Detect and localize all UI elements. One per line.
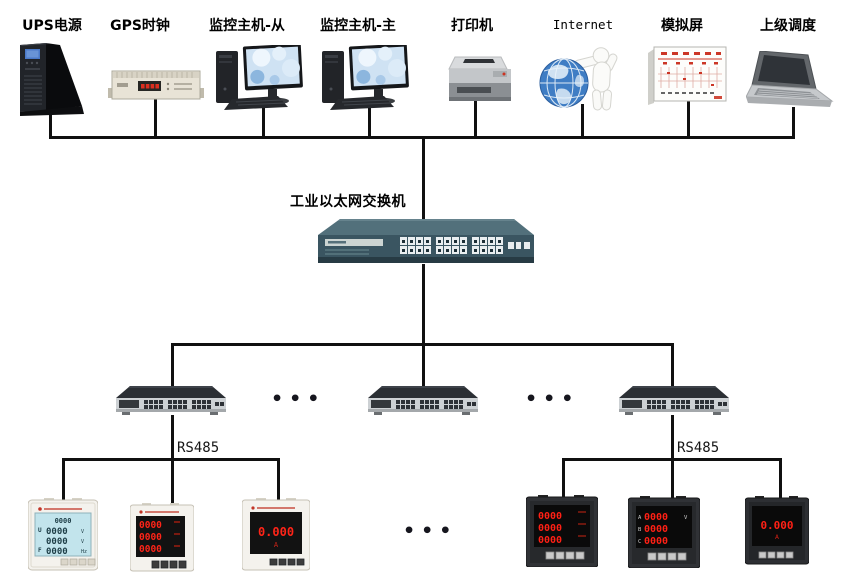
svg-text:0000: 0000 (538, 511, 562, 522)
svg-text:0000: 0000 (538, 523, 562, 534)
svg-text:C: C (638, 539, 641, 545)
internet-globe-icon (539, 47, 618, 111)
drop-meter-5 (671, 460, 674, 499)
svg-text:0000: 0000 (644, 536, 668, 547)
svg-text:0.000: 0.000 (258, 525, 294, 539)
drop-meter-3 (277, 460, 280, 502)
globe (539, 58, 589, 108)
meter-lcd-icon: 0000 U 0000 V 0000 V F 0000 Hz (28, 498, 98, 571)
svg-text:U: U (38, 527, 42, 534)
meter-led3-black-icon: 0000 0000 0000 (526, 495, 598, 567)
svg-text:0000: 0000 (46, 537, 68, 547)
drop-rs485-left (171, 415, 174, 460)
svg-text:V: V (684, 515, 688, 521)
bus-mid (171, 343, 674, 346)
meter-led1-white-icon: 0.000 A (242, 498, 310, 571)
svg-text:A: A (274, 541, 279, 549)
laptop-icon (746, 51, 834, 107)
ellipsis-switches-left: ••• (271, 388, 326, 410)
bus-top (49, 136, 795, 139)
figure (573, 47, 618, 111)
label-printer: 打印机 (451, 18, 493, 34)
svg-text:B: B (638, 527, 642, 533)
svg-text:V: V (81, 529, 84, 535)
printer-icon (448, 56, 511, 101)
ellipsis-meters: ••• (403, 520, 458, 542)
field-switch-right-icon (619, 386, 729, 415)
stub-printer (474, 101, 477, 136)
stub-internet (581, 104, 584, 136)
svg-text:0000: 0000 (55, 517, 72, 525)
stub-host-slave (262, 104, 265, 136)
svg-text:0000: 0000 (644, 512, 668, 523)
label-host-master: 监控主机-主 (320, 18, 396, 34)
svg-text:Hz: Hz (81, 549, 87, 555)
svg-text:0000: 0000 (46, 527, 68, 537)
ellipsis-switches-right: ••• (525, 388, 580, 410)
drop-meter-1 (62, 460, 65, 502)
rs485-label-right: RS485 (677, 440, 720, 456)
gps-clock-icon (108, 70, 204, 100)
drop-core-bottom (422, 264, 425, 345)
stub-gps (154, 98, 157, 136)
bus-meters-right (562, 458, 782, 461)
label-internet: Internet (552, 17, 614, 32)
label-mimic: 模拟屏 (661, 18, 703, 34)
label-dispatch: 上级调度 (760, 18, 816, 34)
meter-led1-black-icon: 0.000 A (745, 496, 809, 565)
drop-rs485-right (671, 415, 674, 460)
label-gps: GPS时钟 (110, 18, 170, 34)
core-switch-icon (318, 219, 534, 263)
field-switch-mid-icon (368, 386, 478, 415)
label-ups: UPS电源 (22, 18, 82, 34)
drop-sw-left (171, 346, 174, 386)
svg-text:A: A (638, 515, 642, 521)
svg-text:0000: 0000 (538, 535, 562, 546)
svg-text:0000: 0000 (46, 547, 68, 557)
drop-sw-right (671, 346, 674, 386)
computer-slave-icon (216, 45, 303, 110)
bus-meters-left (62, 458, 280, 461)
mimic-panel-icon (648, 46, 727, 105)
drop-meter-6 (779, 460, 782, 499)
core-switch-label: 工业以太网交换机 (290, 194, 406, 210)
meter-led3-phases-icon: A 0000 V B 0000 C 0000 (628, 496, 700, 568)
svg-text:V: V (81, 539, 84, 545)
svg-text:0000: 0000 (139, 520, 162, 531)
computer-master-icon (322, 45, 409, 110)
drop-meter-2 (171, 460, 174, 508)
port-bank (400, 237, 530, 254)
drop-core-top (422, 139, 425, 222)
svg-text:0000: 0000 (139, 544, 162, 555)
svg-text:A: A (775, 533, 779, 541)
svg-text:F: F (38, 547, 42, 554)
stub-laptop (792, 107, 795, 136)
stub-host-master (368, 104, 371, 136)
ups-icon (20, 43, 84, 116)
svg-text:0000: 0000 (644, 524, 668, 535)
svg-text:0000: 0000 (139, 532, 162, 543)
field-switch-left-icon (116, 386, 226, 415)
meter-led3-white-icon: 0000 0000 0000 (130, 503, 194, 572)
stub-mimic (687, 100, 690, 136)
rs485-label-left: RS485 (177, 440, 220, 456)
drop-sw-mid (422, 346, 425, 386)
drop-meter-4 (562, 460, 565, 498)
label-host-slave: 监控主机-从 (209, 18, 285, 34)
stub-ups (49, 112, 52, 136)
svg-text:0.000: 0.000 (760, 519, 793, 532)
